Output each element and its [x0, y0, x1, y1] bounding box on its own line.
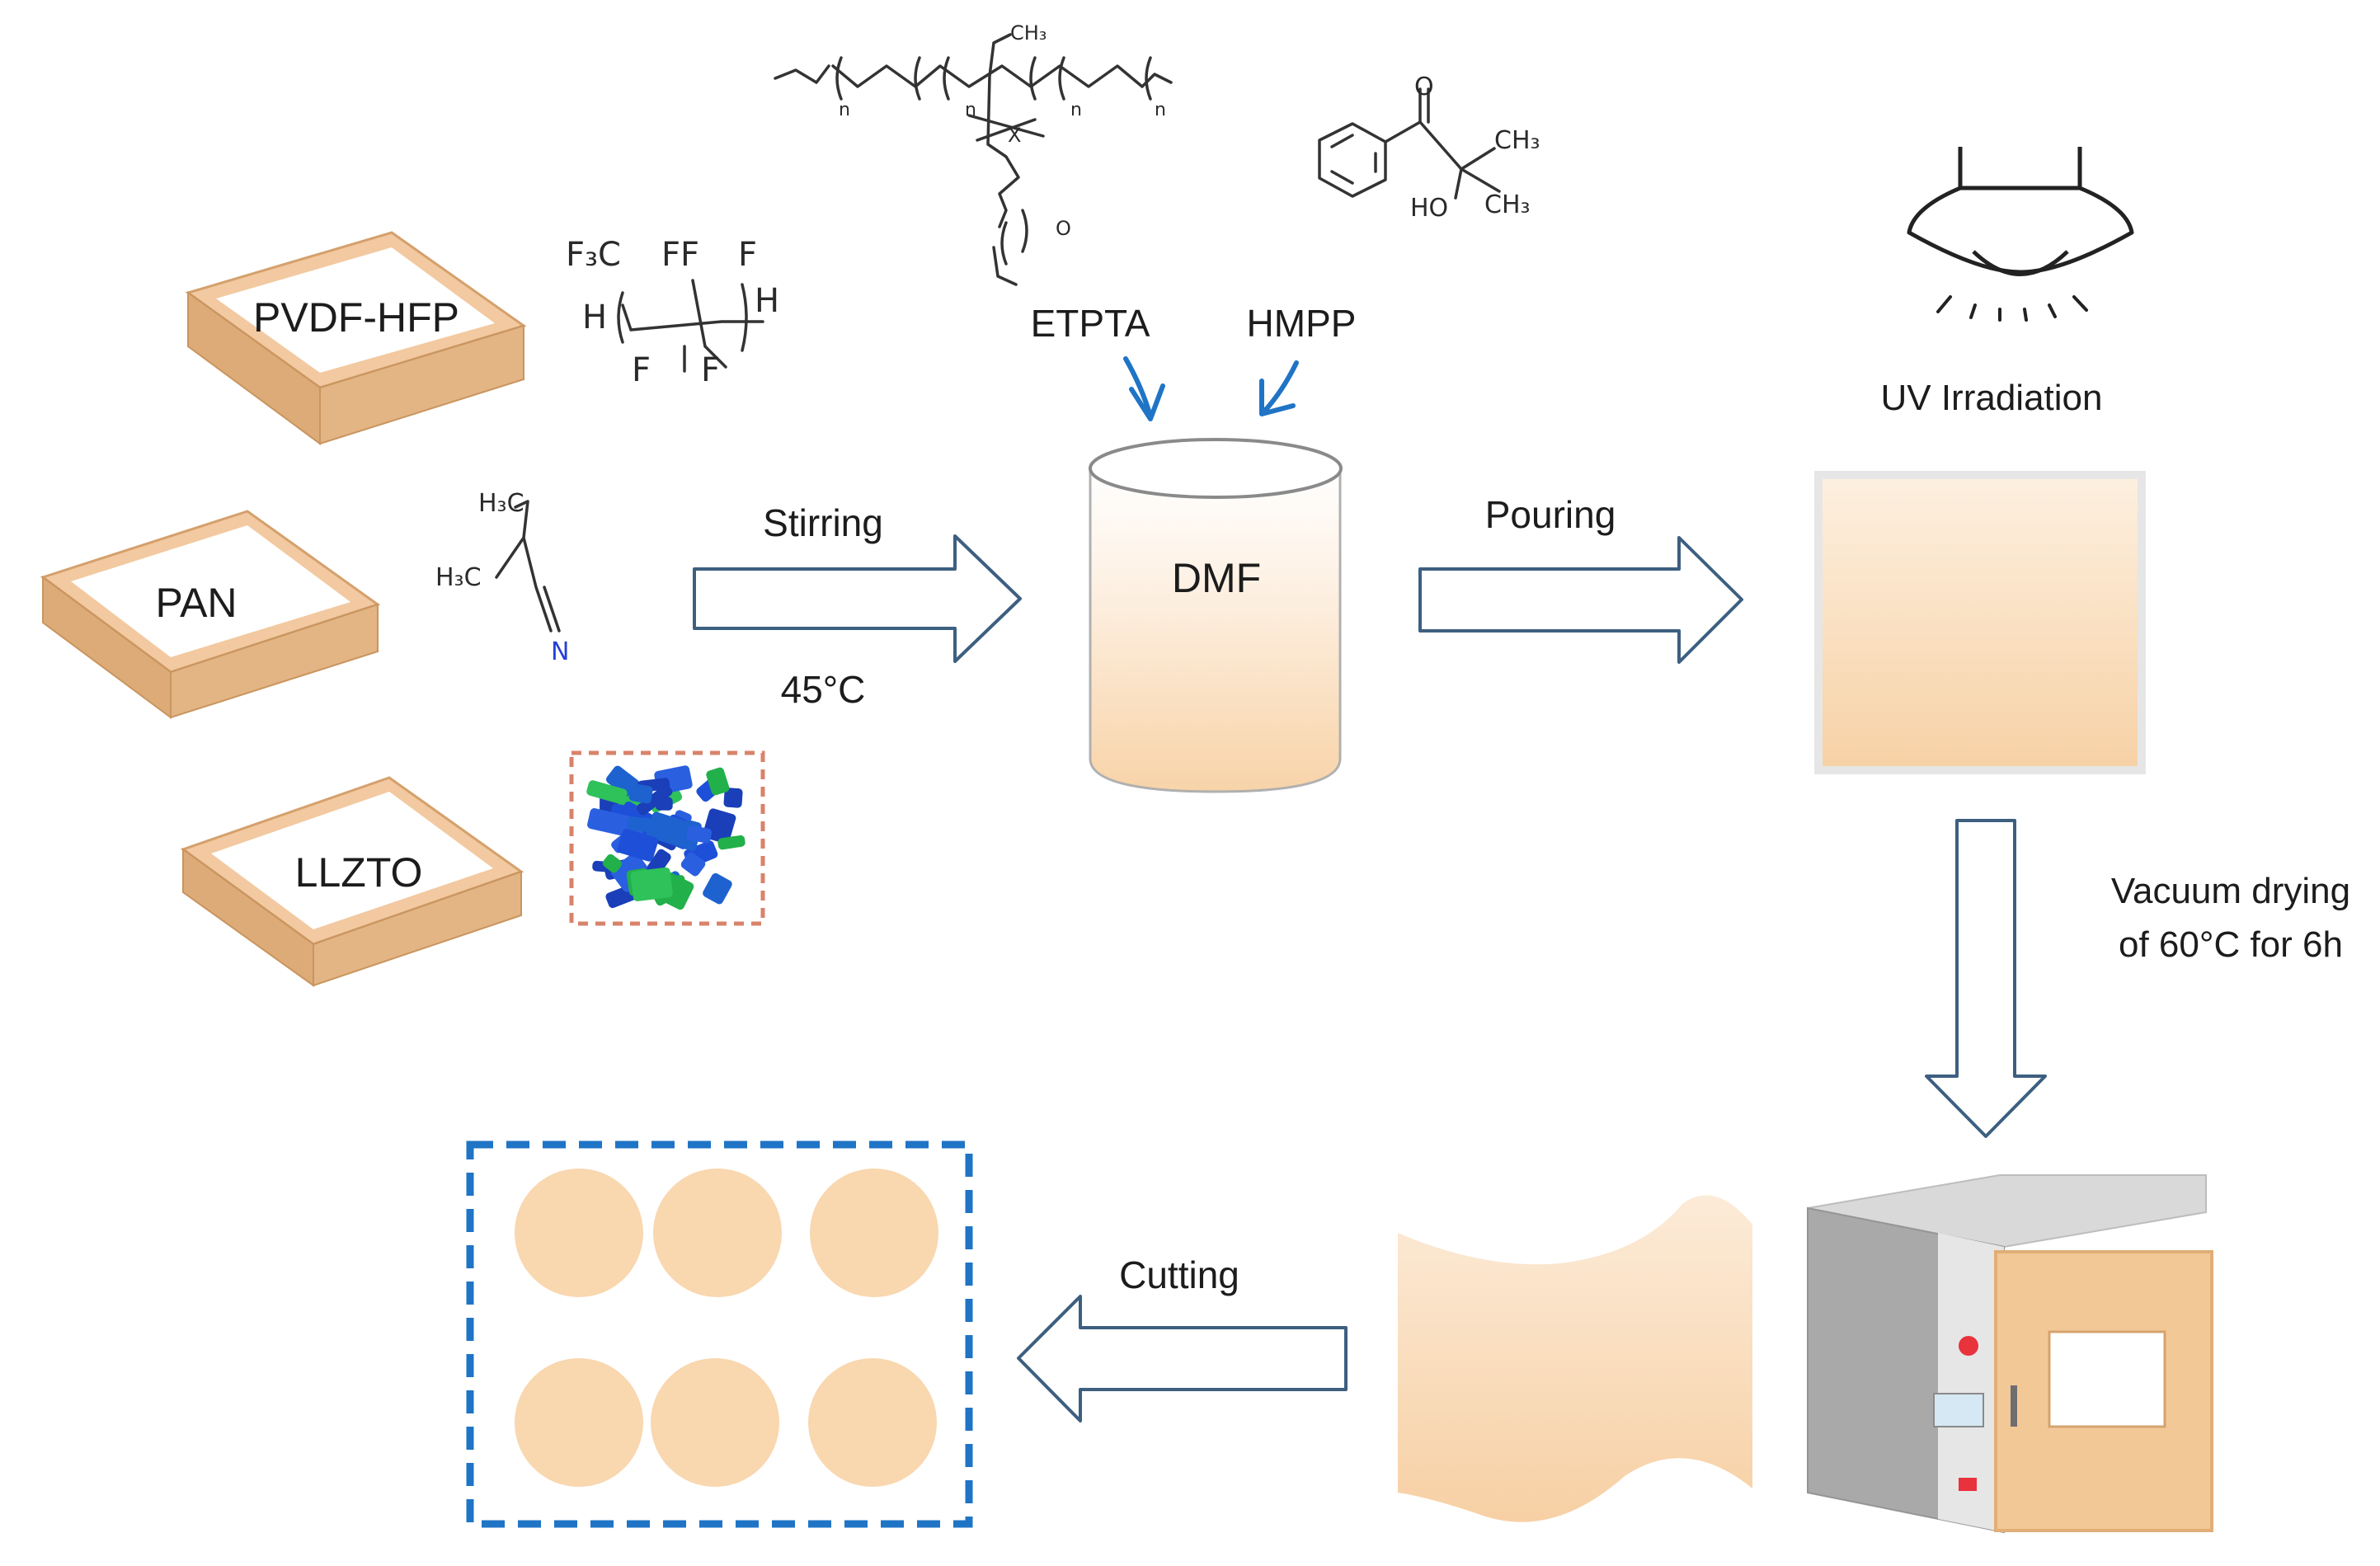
electrolyte-disc-icon	[653, 1169, 782, 1297]
electrolyte-disc-icon	[810, 1169, 938, 1297]
llzto-crystal-block	[686, 825, 712, 844]
material-label-llzto: LLZTO	[295, 849, 423, 896]
electrolyte-disc-group	[515, 1169, 938, 1487]
pvdf-atom-f3c: F₃C	[566, 236, 621, 274]
material-frame-pan: PAN	[40, 510, 381, 719]
reagent-label-hmpp: HMPP	[1247, 302, 1357, 345]
pan-atom-h3c-left: H₃C	[435, 563, 482, 592]
electrolyte-disc-icon	[515, 1169, 643, 1297]
uv-lamp-icon	[1907, 147, 2134, 322]
llzto-particle-icon	[569, 750, 765, 926]
etpta-atom-o: O	[1056, 217, 1071, 240]
etpta-index-n4: n	[1155, 100, 1166, 120]
electrolyte-disc-icon	[808, 1358, 937, 1487]
cast-film	[1814, 471, 2146, 774]
electrolyte-disc-icon	[515, 1358, 643, 1487]
llzto-crystal-block	[706, 767, 730, 796]
arrow-pouring	[1418, 536, 1743, 664]
llzto-crystal-block	[723, 788, 743, 808]
oven-indicator-light	[1959, 1336, 1978, 1356]
llzto-crystal-block	[617, 829, 658, 862]
material-label-pvdf-hfp: PVDF-HFP	[253, 294, 459, 341]
pan-atom-h3c-top: H₃C	[478, 489, 524, 518]
step-label-stirring: Stirring	[763, 501, 883, 544]
pvdf-atom-f-top: F	[738, 236, 757, 274]
step-label-cutting: Cutting	[1119, 1253, 1239, 1296]
blue-arrow-hmpp	[1259, 360, 1299, 416]
electrolyte-disc-icon	[651, 1358, 779, 1487]
material-label-pan: PAN	[155, 580, 237, 626]
llzto-crystal-block	[587, 808, 632, 836]
pvdf-atom-h-left: H	[582, 299, 607, 336]
etpta-structure-icon: CH₃ n n n n X O	[774, 21, 1173, 286]
llzto-crystal-block	[636, 784, 673, 816]
arrow-cutting	[1017, 1295, 1348, 1423]
hmpp-atom-ho: HO	[1410, 194, 1448, 223]
material-frame-llzto: LLZTO	[180, 776, 524, 987]
pvdf-atom-ff: FF	[661, 236, 699, 274]
oven-display	[1933, 1393, 1984, 1427]
hmpp-structure-icon: CH₃ CH₃ HO O	[1318, 73, 1540, 223]
solvent-label-dmf: DMF	[1172, 555, 1261, 601]
llzto-crystal-block	[628, 783, 653, 804]
hmpp-atom-ch3-top: CH₃	[1494, 126, 1540, 155]
pvdf-atom-h-right: H	[755, 282, 779, 320]
dried-electrolyte-sheet	[1398, 1195, 1752, 1522]
step-label-pouring: Pouring	[1485, 493, 1616, 536]
step-label-uv-irradiation: UV Irradiation	[1880, 378, 2102, 418]
vacuum-oven-icon	[1807, 1174, 2213, 1534]
llzto-crystal-block	[717, 835, 746, 850]
llzto-crystal-block	[680, 852, 706, 877]
etpta-index-n3: n	[1070, 100, 1082, 120]
hmpp-atom-o: O	[1414, 73, 1434, 101]
llzto-crystal-block	[703, 872, 732, 905]
pvdf-atom-f-bottom-right: F	[701, 351, 720, 389]
step-label-vacuum-drying-line2: of 60°C for 6h	[2119, 924, 2343, 965]
step-label-vacuum-drying-line1: Vacuum drying	[2111, 871, 2350, 911]
llzto-crystal-block	[627, 816, 666, 834]
arrow-vacuum-drying	[1925, 819, 2047, 1138]
llzto-crystal-block	[602, 854, 623, 873]
reagent-label-etpta: ETPTA	[1031, 302, 1150, 345]
pvdf-hfp-structure-icon: F₃C FF F H H F F	[566, 236, 779, 389]
etpta-index-n2: n	[965, 100, 976, 120]
etpta-atom-x: X	[1008, 124, 1021, 147]
arrow-stirring	[693, 534, 1022, 663]
step-condition-stirring: 45°C	[781, 668, 866, 711]
beaker-icon: DMF	[1089, 438, 1343, 793]
llzto-crystal-block	[630, 867, 673, 901]
llzto-crystal-structure	[586, 765, 746, 910]
etpta-index-n1: n	[839, 100, 850, 120]
cut-disc-tray	[466, 1140, 973, 1528]
llzto-crystal-block	[586, 780, 628, 805]
hmpp-atom-ch3-bottom: CH₃	[1484, 190, 1531, 219]
blue-arrow-etpta	[1123, 356, 1165, 421]
pan-structure-icon: H₃C H₃C N	[435, 489, 569, 666]
material-frame-pvdf-hfp: PVDF-HFP	[185, 231, 527, 445]
pan-atom-n: N	[551, 637, 569, 666]
etpta-atom-ch3: CH₃	[1010, 21, 1047, 45]
pvdf-atom-f-bottom-left: F	[632, 351, 651, 389]
